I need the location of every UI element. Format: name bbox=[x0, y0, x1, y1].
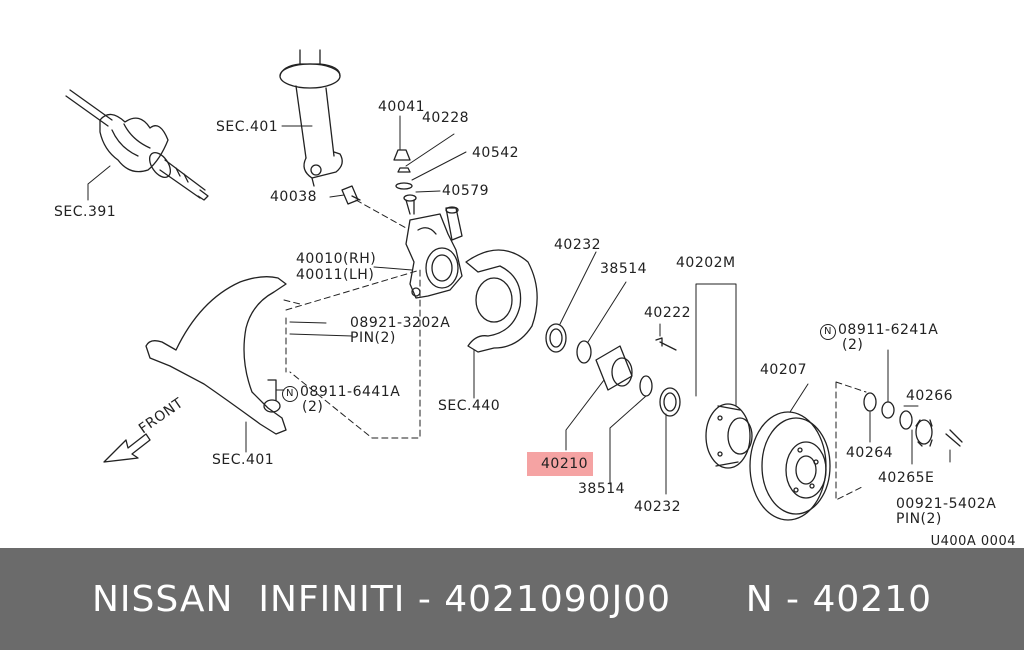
banner-part-number: NISSAN INFINITI - 4021090J00 bbox=[91, 578, 672, 620]
label-38514-bottom: 38514 bbox=[578, 481, 626, 497]
label-40202m: 40202M bbox=[676, 255, 736, 271]
banner-short-number: N - 40210 bbox=[745, 578, 933, 620]
strut bbox=[279, 49, 343, 187]
label-00921-pin: PIN(2) bbox=[896, 511, 942, 527]
hub-bearing-parts bbox=[545, 323, 681, 417]
label-40542: 40542 bbox=[472, 145, 520, 161]
label-40210: 40210 bbox=[541, 456, 589, 472]
label-08911-6241a-qty: (2) bbox=[842, 337, 864, 353]
label-40222: 40222 bbox=[644, 305, 692, 321]
exploded-view-drawing bbox=[65, 49, 963, 521]
banner-gap bbox=[671, 579, 746, 620]
label-40232-bottom: 40232 bbox=[634, 499, 682, 515]
label-40266: 40266 bbox=[906, 388, 954, 404]
label-sec401-strut: SEC.401 bbox=[216, 119, 279, 135]
label-38514-top: 38514 bbox=[600, 261, 648, 277]
label-40228: 40228 bbox=[422, 110, 470, 126]
wheel-hub bbox=[705, 403, 753, 469]
label-40232-top: 40232 bbox=[554, 237, 602, 253]
label-40579: 40579 bbox=[442, 183, 490, 199]
label-40041: 40041 bbox=[378, 99, 426, 115]
label-08921-pin: PIN(2) bbox=[350, 330, 396, 346]
part-number-banner: NISSAN INFINITI - 4021090J00 N - 40210 bbox=[0, 548, 1024, 650]
highlighted-part-40210: 40210 bbox=[527, 452, 593, 476]
label-40010-rh: 40010(RH) bbox=[296, 251, 377, 267]
brake-rotor bbox=[749, 411, 831, 521]
knuckle-upper-parts bbox=[341, 149, 417, 215]
n-mark-icon: N bbox=[820, 324, 836, 340]
label-sec391: SEC.391 bbox=[54, 204, 117, 220]
label-40264: 40264 bbox=[846, 445, 894, 461]
drive-shaft bbox=[65, 89, 209, 201]
dashed-guide-lines bbox=[283, 199, 867, 501]
diagram-code: U400A 0004 bbox=[930, 534, 1016, 549]
steering-knuckle bbox=[405, 206, 463, 299]
label-40038: 40038 bbox=[270, 189, 318, 205]
front-arrow bbox=[103, 433, 151, 463]
leader-lines bbox=[87, 115, 951, 495]
label-08911-6441a-qty: (2) bbox=[302, 399, 324, 415]
label-sec401-arm: SEC.401 bbox=[212, 452, 275, 468]
label-00921-5402a: 00921-5402A bbox=[896, 496, 997, 512]
label-40207: 40207 bbox=[760, 362, 808, 378]
baffle-plate bbox=[465, 249, 538, 353]
label-40011-lh: 40011(LH) bbox=[296, 267, 375, 283]
label-08921-3202a: 08921-3202A bbox=[350, 315, 451, 331]
banner-text: NISSAN INFINITI - 4021090J00 N - 40210 bbox=[0, 548, 1024, 650]
label-40265e: 40265E bbox=[878, 470, 935, 486]
n-mark-icon: N bbox=[282, 386, 298, 402]
lower-arm bbox=[145, 276, 287, 435]
label-sec440: SEC.440 bbox=[438, 398, 501, 414]
